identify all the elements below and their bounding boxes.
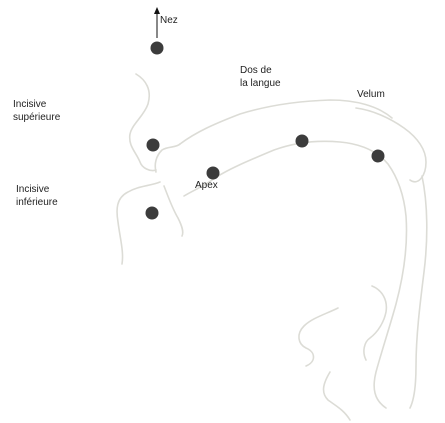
label-incisive-inferieure-line1: Incisive: [16, 184, 50, 195]
label-apex: Apex: [195, 180, 218, 191]
velum-point: [371, 149, 385, 163]
nose-arrow: [154, 7, 160, 38]
pharynx-wall-contour: [409, 175, 428, 409]
label-velum: Velum: [357, 89, 385, 100]
label-incisive-superieure-line2: supérieure: [13, 112, 61, 123]
upper-incisor-point: [146, 138, 160, 152]
tongue-dorsum-point: [295, 134, 309, 148]
vocal-tract-outline: [116, 73, 428, 421]
palate-contour: [179, 99, 393, 145]
lower-incisor-contour: [163, 185, 184, 237]
label-dos-de-la-langue-line2: la langue: [240, 78, 281, 89]
articulation-points: [145, 41, 385, 220]
diagram-labels: Nez Dos de la langue Velum Incisive supé…: [13, 15, 385, 208]
label-incisive-superieure-line1: Incisive: [13, 99, 47, 110]
nose-point: [150, 41, 164, 55]
lower-incisor-point: [145, 206, 159, 220]
label-nez: Nez: [160, 15, 178, 26]
tongue-contour: [183, 140, 408, 409]
apex-point: [206, 166, 220, 180]
label-dos-de-la-langue-line1: Dos de: [240, 65, 272, 76]
label-incisive-inferieure-line2: inférieure: [16, 197, 58, 208]
upper-lip-contour: [128, 73, 157, 172]
velum-contour: [355, 107, 427, 183]
larynx-lower-contour: [322, 371, 351, 421]
larynx-contour: [298, 307, 339, 367]
epiglottis-contour: [363, 285, 388, 361]
lower-lip-contour: [116, 181, 161, 265]
upper-incisor-contour: [154, 143, 181, 173]
